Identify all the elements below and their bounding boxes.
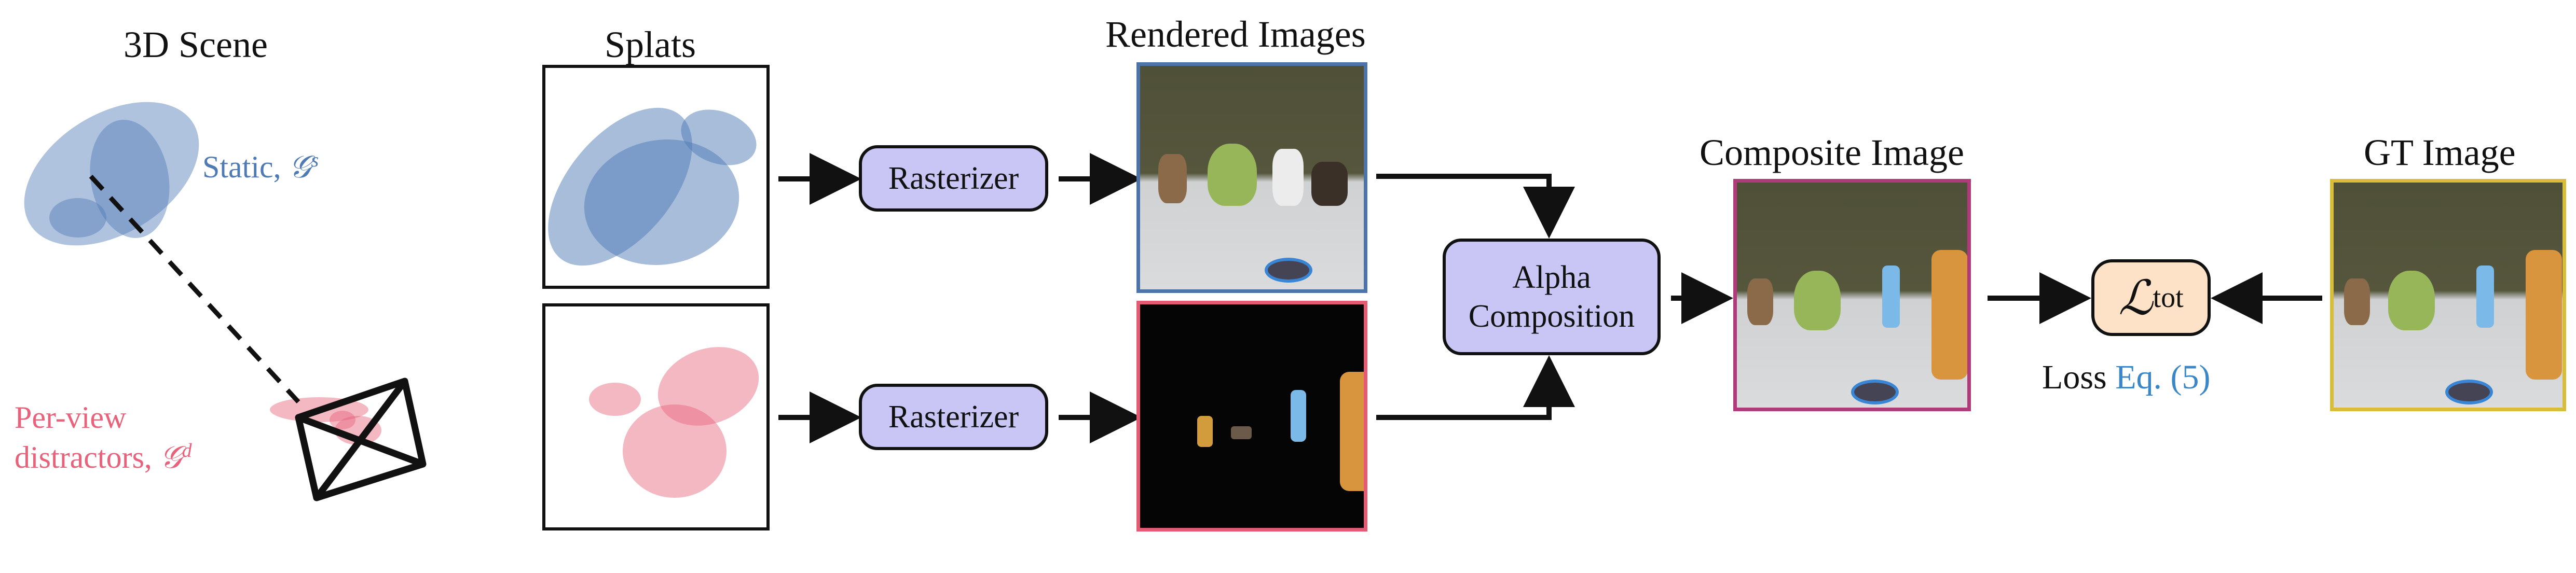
static-splats-box [542, 65, 770, 289]
splats-title: Splats [605, 24, 696, 65]
composite-toy-yoda [1794, 271, 1841, 330]
loss-sub: tot [2153, 282, 2184, 314]
distractor-label-text: distractors, [15, 440, 160, 474]
composite-orange-bottle [1931, 250, 1967, 380]
rendered-distractor-image [1136, 301, 1367, 532]
loss-eq-ref[interactable]: Eq. (5) [2115, 358, 2211, 396]
gt-orange-bottle [2526, 250, 2562, 380]
scene-title: 3D Scene [124, 24, 268, 65]
arrow-rendered-bottom-to-alpha [1376, 355, 1575, 420]
table-disc [1265, 258, 1312, 283]
distractor-splats-box [542, 303, 770, 530]
gt-disc [2445, 380, 2493, 404]
camera-icon [295, 378, 427, 501]
toy-horse-white [1272, 149, 1304, 206]
distractor-sup: d [182, 440, 192, 462]
composite-toy-horse [1747, 278, 1773, 325]
gt-title: GT Image [2364, 132, 2516, 173]
distractor-label-line2: distractors, 𝒢d [15, 441, 192, 473]
gt-toy-yoda [2388, 271, 2435, 330]
rendered-static-image [1136, 62, 1367, 293]
toy-horse-left [1158, 154, 1187, 203]
gt-image [2330, 179, 2566, 411]
loss-symbol: ℒ [2118, 271, 2153, 325]
distractor-label-line1: Per-view [15, 400, 127, 435]
composite-title: Composite Image [1700, 132, 1964, 173]
static-gaussians [24, 102, 199, 246]
loss-caption-text: Loss [2042, 358, 2116, 396]
arrow-rendered-top-to-alpha [1376, 174, 1575, 239]
alpha-composition: Alpha Composition [1443, 239, 1661, 355]
distractor-symbol: 𝒢 [159, 440, 182, 474]
static-splats [548, 107, 757, 266]
static-sup: s [311, 149, 319, 171]
static-label-text: Static, [202, 150, 289, 184]
distractor-orange-bottle [1340, 372, 1364, 491]
composite-blue-bottle [1882, 265, 1900, 328]
static-symbol: 𝒢 [289, 150, 311, 184]
gt-toy-horse [2344, 278, 2370, 325]
distractor-small-bottle [1197, 416, 1213, 447]
rasterizer-top: Rasterizer [859, 145, 1048, 212]
alpha-line2: Composition [1468, 298, 1635, 334]
loss-caption: Loss Eq. (5) [2042, 360, 2210, 395]
distractor-toy-car [1231, 426, 1252, 439]
composite-disc [1851, 380, 1899, 404]
composite-image [1733, 179, 1971, 411]
gt-blue-bottle [2476, 265, 2494, 328]
alpha-line1: Alpha [1512, 260, 1591, 296]
toy-yoda [1208, 144, 1257, 206]
rasterizer-bottom: Rasterizer [859, 384, 1048, 450]
view-ray [89, 174, 300, 404]
distractor-splats [589, 347, 759, 498]
static-label: Static, 𝒢s [202, 150, 319, 183]
rendered-title: Rendered Images [1105, 13, 1366, 55]
toy-horse-dark [1311, 162, 1348, 206]
distractor-blue-bottle [1291, 390, 1306, 442]
